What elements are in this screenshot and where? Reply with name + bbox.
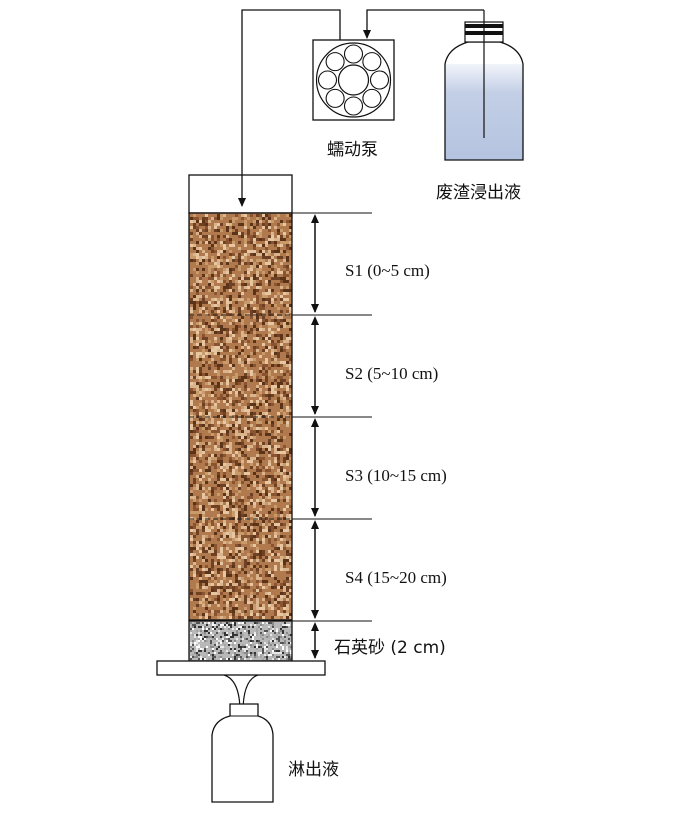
column-base-plate [156,660,326,676]
pump-rollers [317,44,390,116]
tubing [238,9,484,207]
soil-column [156,174,326,713]
layer-guides [292,212,372,622]
reservoir-bottle [444,10,524,161]
pump-label: 蠕动泵 [327,140,378,160]
pump-roller [325,52,345,72]
reservoir-label: 废渣浸出液 [436,183,521,203]
pump-roller [362,88,382,108]
layer-2-label: S2 (5~10 cm) [345,364,438,383]
pump-roller [317,70,338,90]
pump-roller [369,70,390,90]
soil-texture [190,214,292,619]
layer-1-label: S1 (0~5 cm) [345,261,430,280]
quartz-texture [190,622,292,660]
leachate-label: 淋出液 [288,760,339,780]
leachate-bottle-body [211,703,274,803]
peristaltic-pump [312,39,395,121]
tube-reservoir-to-pump [363,9,484,39]
layer-4-label: S4 (15~20 cm) [345,568,447,587]
pump-rotor [337,64,370,96]
quartz-label: 石英砂 (2 cm) [334,638,446,658]
tube-pump-to-column [238,9,341,207]
pump-roller [362,52,382,72]
pump-roller [343,44,364,64]
leachate-bottle [211,703,274,803]
layer-3-label: S3 (10~15 cm) [345,466,447,485]
pump-roller [325,88,345,108]
pump-roller [343,96,364,116]
column-headspace [188,174,293,214]
